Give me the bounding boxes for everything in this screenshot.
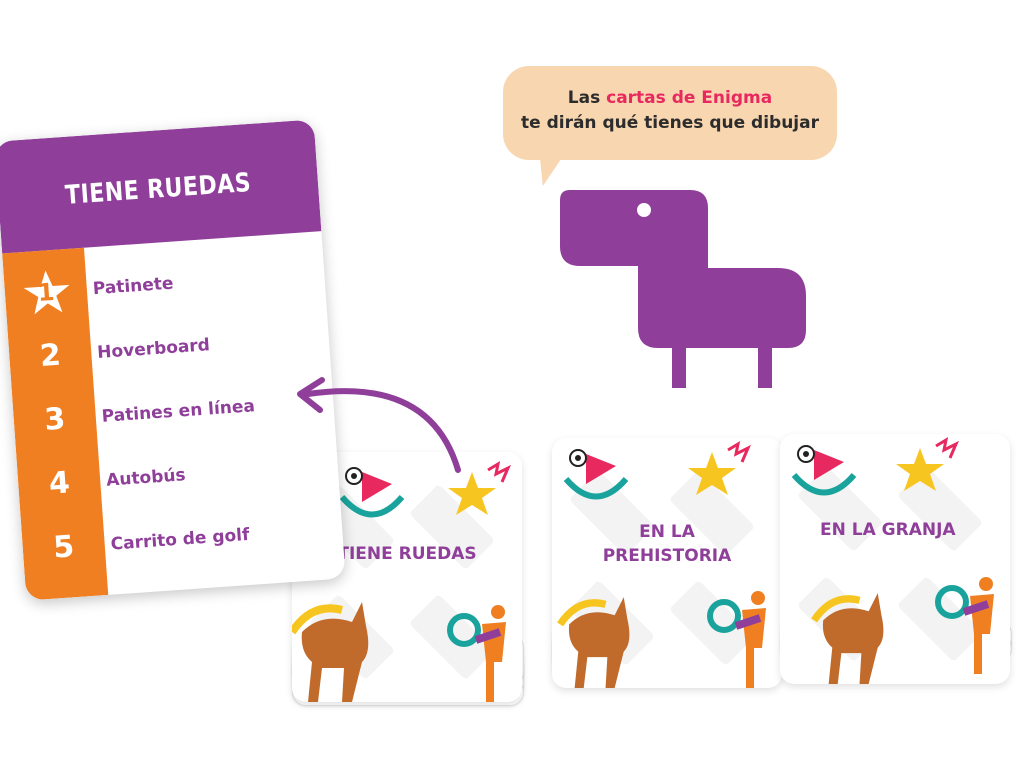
unicorn-icon	[557, 597, 630, 688]
item-label: Hoverboard	[96, 335, 211, 364]
clown-face-icon	[791, 445, 857, 496]
item-number: 1	[36, 277, 56, 308]
person-ring-icon	[447, 605, 506, 702]
dinosaur-icon	[560, 190, 806, 388]
item-number: 2	[38, 337, 63, 375]
enigma-card-body: TIENE RUEDAS 1 Patinete 2 Hoverboard 3 P…	[0, 119, 346, 601]
bubble-line2: te dirán qué tienes que dibujar	[521, 113, 819, 133]
enigma-card-title: TIENE RUEDAS	[64, 167, 252, 211]
clown-face-icon	[339, 467, 405, 518]
speech-bubble	[503, 66, 837, 160]
item-label: Carrito de golf	[110, 524, 251, 555]
list-item: 1 Patinete	[3, 245, 326, 327]
enigma-card[interactable]: TIENE RUEDAS 1 Patinete 2 Hoverboard 3 P…	[0, 119, 346, 601]
deck-face: EN LA GRANJA	[780, 434, 1010, 684]
item-number: 5	[52, 529, 76, 566]
speech-bubble-text: Las cartas de Enigma te dirán qué tienes…	[503, 86, 837, 136]
deck-label: EN LA GRANJA	[820, 520, 956, 540]
person-ring-icon	[707, 591, 766, 688]
star-icon	[896, 436, 959, 491]
item-label: Patinete	[92, 273, 175, 300]
item-label: Autobús	[105, 465, 187, 491]
arrow-icon	[297, 377, 461, 473]
person-ring-icon	[935, 577, 994, 674]
item-number: 4	[47, 465, 71, 502]
enigma-card-header: TIENE RUEDAS	[0, 119, 322, 254]
deck-face: EN LA PREHISTORIA	[552, 438, 782, 688]
star-icon	[448, 460, 511, 515]
deck-en-la-prehistoria[interactable]: EN LA PREHISTORIA	[552, 430, 792, 690]
star-icon	[688, 440, 751, 495]
star-icon	[23, 270, 70, 315]
unicorn-icon	[811, 593, 884, 684]
unicorn-icon	[292, 602, 369, 702]
clown-face-icon	[563, 449, 629, 500]
deck-label: TIENE RUEDAS	[337, 544, 477, 564]
item-label: Patines en línea	[101, 396, 256, 427]
deck-en-la-granja[interactable]: EN LA GRANJA	[780, 430, 1020, 684]
deck-label: EN LA PREHISTORIA	[602, 522, 732, 566]
bubble-line1-prefix: Las	[567, 88, 607, 108]
item-number: 3	[43, 401, 67, 438]
bubble-line1-highlight: cartas de Enigma	[606, 88, 773, 108]
